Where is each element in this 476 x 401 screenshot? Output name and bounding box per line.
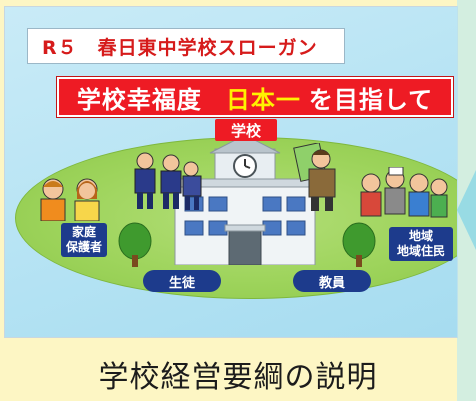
goal-banner: 学校幸福度 日本一 を目指して [57, 77, 453, 117]
community-icon [360, 167, 448, 218]
family-label-line1: 家庭 [71, 225, 96, 239]
slide-image: R５ 春日東中学校スローガン 学校幸福度 日本一 を目指して [4, 6, 458, 338]
slogan-title: R５ 春日東中学校スローガン [27, 28, 345, 64]
school-label: 学校 [215, 119, 277, 141]
teachers-label: 教員 [293, 270, 371, 292]
banner-highlight: 日本一 [225, 85, 301, 114]
caption-title: 学校経営要綱の説明 [98, 360, 378, 395]
banner-text-2: を目指して [308, 85, 434, 114]
region-label-line1: 地域 [408, 229, 433, 243]
family-label-line2: 保護者 [65, 240, 102, 254]
students-icon [134, 152, 202, 210]
decorative-arrow-shape [457, 0, 476, 401]
clock-icon [233, 154, 257, 178]
teacher-icon [293, 143, 336, 211]
tree-icon [118, 222, 152, 267]
family-guardian-label: 家庭 保護者 [61, 223, 107, 257]
banner-text-1: 学校幸福度 [76, 85, 202, 114]
region-resident-label: 地域 地域住民 [389, 227, 453, 261]
tree-icon [342, 222, 376, 267]
family-icon [40, 178, 100, 221]
region-label-line2: 地域住民 [396, 244, 445, 258]
students-label: 生徒 [143, 270, 221, 292]
